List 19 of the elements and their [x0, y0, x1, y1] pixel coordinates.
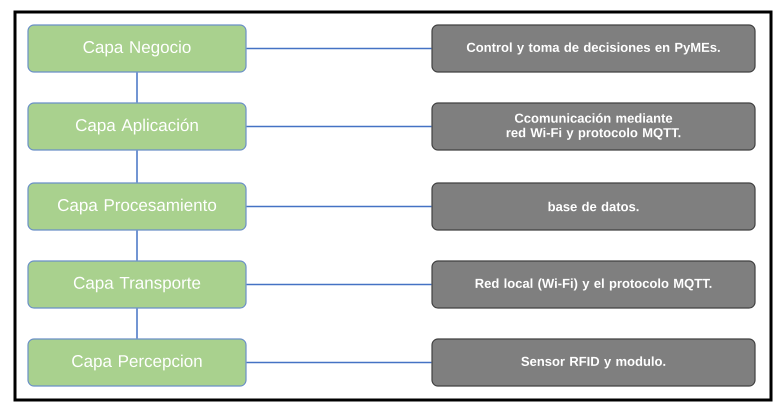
description-box: Ccomunicación mediante red Wi-Fi y protocolo MQTT. — [431, 102, 756, 151]
connector-line — [246, 48, 432, 50]
layer-box: Capa Transporte — [27, 260, 247, 309]
connector-line — [136, 150, 138, 182]
connector-line — [246, 362, 432, 364]
description-box: base de datos. — [431, 182, 756, 231]
layer-box: Capa Procesamiento — [27, 182, 247, 231]
layer-box: Capa Aplicación — [27, 102, 247, 151]
layer-box: Capa Percepcion — [27, 338, 247, 387]
connector-line — [246, 284, 432, 286]
connector-line — [136, 308, 138, 338]
connector-line — [246, 126, 432, 128]
connector-line — [136, 230, 138, 260]
description-box: Control y toma de decisiones en PyMEs. — [431, 24, 756, 73]
description-box: Red local (Wi-Fi) y el protocolo MQTT. — [431, 260, 756, 309]
connector-line — [136, 72, 138, 102]
layer-box: Capa Negocio — [27, 24, 247, 73]
description-box: Sensor RFID y modulo. — [431, 338, 756, 387]
connector-line — [246, 206, 432, 208]
